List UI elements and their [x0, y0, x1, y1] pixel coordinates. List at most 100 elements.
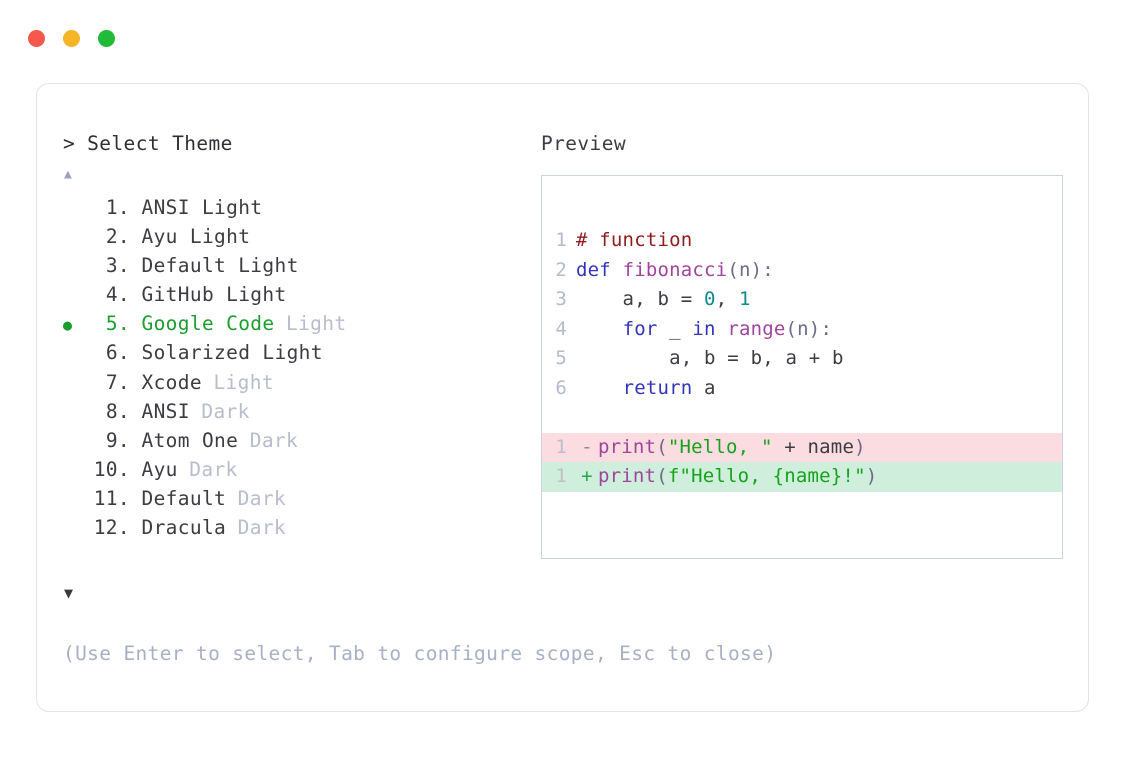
selected-bullet-icon: ● — [63, 340, 89, 368]
theme-item-name: Default Light — [141, 254, 299, 278]
code-preview-box: 1 # function 2 def fibonacci(n):3 a, b = 0,… — [541, 175, 1063, 559]
line-number: 5 — [555, 347, 567, 369]
code-token: 0 — [704, 288, 716, 310]
line-number: 4 — [555, 317, 567, 340]
page-title: Select Theme — [87, 132, 233, 155]
code-token: a, b = — [576, 288, 705, 310]
diff-marker: + — [581, 465, 593, 487]
theme-item-number: 6. — [105, 341, 130, 365]
code-line-content: def fibonacci(n): — [576, 256, 1062, 286]
theme-item-number: 12. — [93, 516, 130, 540]
theme-item-variant: Dark — [237, 516, 287, 540]
theme-list-item[interactable]: ● 6. Solarized Light — [63, 339, 533, 368]
code-token: def — [576, 258, 623, 281]
code-token: ( — [656, 435, 668, 458]
theme-item-variant: Dark — [189, 457, 238, 481]
prompt-caret-icon: > — [63, 132, 76, 155]
scroll-up-icon[interactable]: ▲ — [64, 167, 72, 182]
theme-item-variant: Dark — [237, 486, 287, 510]
theme-item-name: Ayu Light — [141, 225, 251, 249]
theme-item-variant: Dark — [249, 428, 299, 452]
theme-item-name: Default — [141, 486, 227, 510]
theme-item-number: 5. — [105, 312, 130, 336]
selected-bullet-icon: ● — [63, 486, 89, 514]
code-token: range — [727, 317, 786, 340]
selected-bullet-icon: ● — [63, 224, 89, 252]
close-button[interactable] — [28, 30, 45, 47]
selected-bullet-icon: ● — [63, 428, 89, 456]
theme-item-name: ANSI — [141, 399, 190, 423]
theme-list-pane: > Select Theme ▲ ●1.ANSI Light●2.Ayu Lig… — [63, 84, 533, 559]
theme-item-variant: Dark — [201, 399, 250, 423]
theme-list-item[interactable]: ●2.Ayu Light — [63, 223, 533, 252]
code-line-content: a, b = 0, 1 — [576, 285, 1062, 315]
theme-item-number: 10. — [93, 457, 130, 481]
line-number: 2 — [555, 258, 567, 281]
selected-bullet-icon: ● — [63, 515, 89, 543]
theme-list-item[interactable]: ● 5. Google Code Light — [63, 310, 533, 339]
theme-list-item[interactable]: ●12. Dracula Dark — [63, 514, 533, 543]
diff-line-content: print("Hello, " + name) — [598, 433, 1062, 463]
line-number: 6 — [555, 376, 567, 399]
theme-item-name: Solarized Light — [141, 341, 323, 365]
code-line: 6 return a — [542, 374, 1062, 404]
theme-item-number: 7. — [105, 370, 130, 394]
line-number: 1 — [555, 465, 567, 487]
code-line-content: return a — [576, 374, 1062, 404]
theme-picker-card: > Select Theme ▲ ●1.ANSI Light●2.Ayu Lig… — [36, 83, 1089, 712]
code-token: + — [772, 435, 808, 458]
scroll-down-icon[interactable]: ▼ — [64, 584, 74, 602]
theme-item-name: Atom One — [141, 428, 239, 452]
code-token: print — [598, 435, 657, 458]
code-token — [716, 318, 728, 340]
theme-list-item[interactable]: ●4.GitHub Light — [63, 281, 533, 310]
code-token: for — [622, 317, 658, 340]
selected-bullet-icon: ● — [63, 195, 89, 223]
theme-item-number: 4. — [105, 283, 130, 307]
maximize-button[interactable] — [98, 30, 115, 47]
code-line: 4 for _ in range(n): — [542, 315, 1062, 345]
code-token: 1 — [738, 288, 751, 310]
theme-list-item[interactable]: ●3.Default Light — [63, 252, 533, 281]
selected-bullet-icon: ● — [63, 316, 73, 335]
prompt-header: > Select Theme — [63, 132, 533, 155]
code-line-content: a, b = b, a + b — [576, 344, 1062, 374]
theme-item-name: Dracula — [141, 516, 227, 540]
theme-list-item[interactable]: ●1.ANSI Light — [63, 194, 533, 223]
theme-item-number: 8. — [105, 399, 130, 423]
code-token: in — [692, 317, 716, 340]
code-token: ) — [865, 465, 878, 487]
code-token: ) — [854, 435, 866, 458]
code-token: a — [692, 376, 716, 399]
code-line-content: for _ in range(n): — [576, 315, 1062, 345]
preview-label: Preview — [541, 132, 626, 155]
code-token: "Hello, " — [667, 435, 773, 458]
minimize-button[interactable] — [63, 30, 80, 47]
code-line: 3 a, b = 0, 1 — [542, 285, 1062, 315]
code-token — [576, 318, 623, 340]
code-token: return — [622, 376, 693, 399]
code-token: ( — [656, 465, 668, 487]
code-token: f"Hello, {name}!" — [667, 465, 866, 487]
theme-item-name: Google Code — [141, 312, 275, 336]
code-token: (n): — [727, 258, 774, 281]
code-line-content: # function — [576, 226, 1062, 256]
theme-item-variant: Light — [286, 312, 347, 336]
selected-bullet-icon: ● — [63, 370, 89, 398]
diff-line-content: print(f"Hello, {name}!") — [598, 462, 1062, 492]
code-token: a, b = b, a + b — [576, 347, 844, 369]
keyboard-hint: (Use Enter to select, Tab to configure s… — [63, 642, 777, 665]
code-token: (n): — [785, 317, 833, 340]
code-token — [576, 377, 623, 399]
code-line: 1 # function — [542, 226, 1062, 256]
theme-item-name: ANSI Light — [141, 196, 263, 219]
theme-list-item[interactable]: ● 8. ANSI Dark — [63, 398, 533, 427]
selected-bullet-icon: ● — [63, 399, 89, 427]
diff-marker: - — [581, 435, 593, 458]
line-number: 1 — [555, 229, 567, 251]
